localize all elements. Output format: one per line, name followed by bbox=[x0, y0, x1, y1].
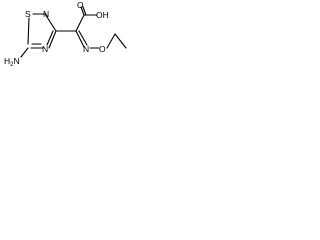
atom-oxime-o: O bbox=[99, 44, 106, 54]
bonds bbox=[20, 6, 127, 58]
bond-co-double-b bbox=[82, 6, 87, 16]
bond-c3-n-bottom-double bbox=[46, 30, 54, 46]
bond-o-ch2 bbox=[106, 33, 116, 49]
chemical-structure-diagram: S N N H2N O OH N O bbox=[4, 0, 127, 68]
atom-n-ring-top: N bbox=[43, 9, 49, 19]
atom-s: S bbox=[25, 9, 31, 19]
bond-co-double-a bbox=[80, 6, 85, 16]
bond-ch2-ch3 bbox=[114, 33, 127, 49]
bond-alpha-oxime-n-a bbox=[75, 30, 85, 48]
bond-amino-c5 bbox=[20, 47, 29, 58]
bond-c3-n-bottom bbox=[48, 30, 57, 49]
atom-hydroxyl: OH bbox=[96, 10, 109, 20]
atom-n-ring-bottom: N bbox=[42, 44, 48, 54]
bond-alpha-carbonyl bbox=[75, 14, 85, 32]
atom-carbonyl-o: O bbox=[77, 0, 84, 10]
atom-labels: S N N H2N O OH N O bbox=[4, 0, 109, 68]
bond-alpha-oxime-n-b bbox=[78, 30, 88, 46]
bond-c5-s bbox=[27, 17, 30, 45]
atom-amino: H2N bbox=[4, 56, 20, 68]
bond-n-top-c3 bbox=[44, 13, 57, 32]
atom-oxime-n: N bbox=[83, 44, 89, 54]
